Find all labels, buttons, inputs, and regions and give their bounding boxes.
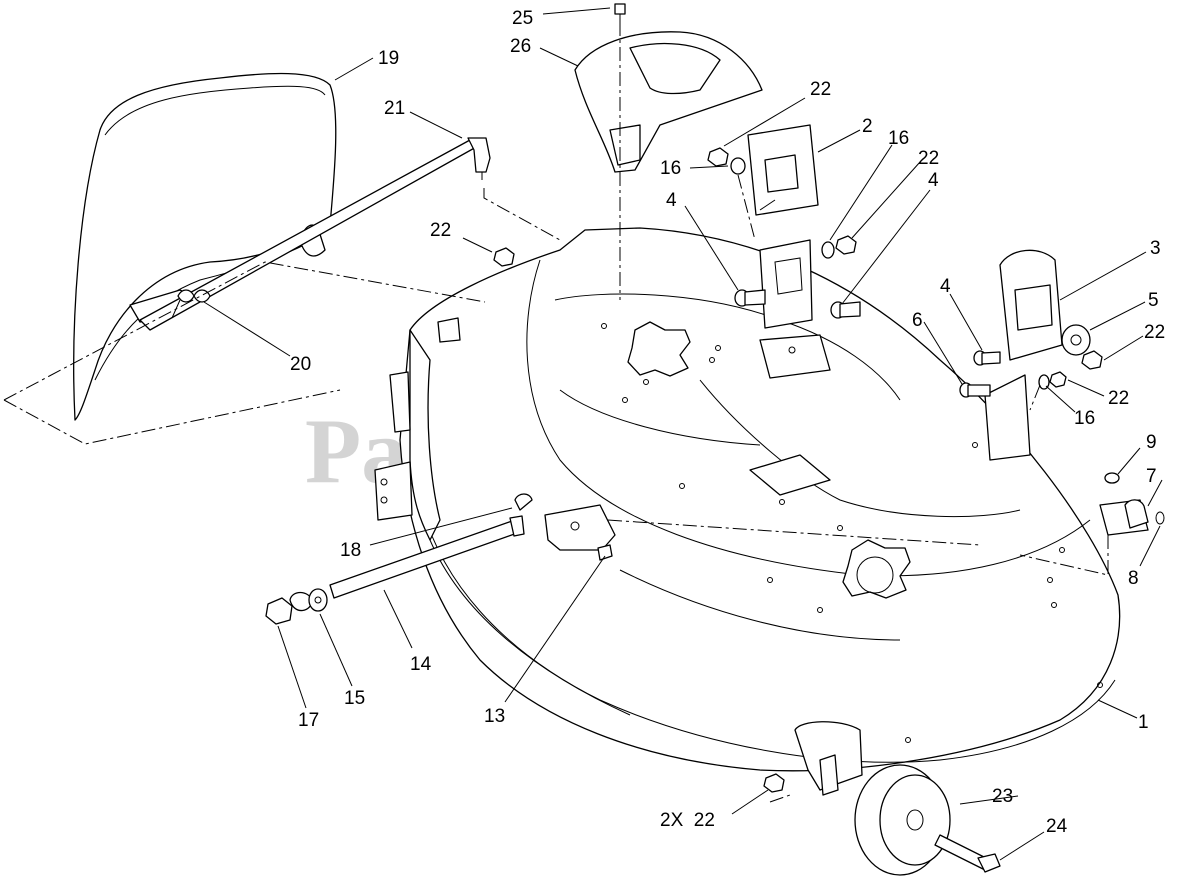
callout-2: 2 [862, 116, 873, 137]
deck-hinge-bracket [374, 317, 461, 521]
callout-16-lower: 16 [1074, 408, 1095, 429]
callout-20: 20 [290, 354, 311, 375]
callout-24: 24 [1046, 816, 1068, 837]
callout-3: 3 [1150, 238, 1161, 259]
callout-22-top: 22 [810, 79, 831, 100]
callout-26: 26 [510, 36, 531, 57]
lift-link-assembly [265, 493, 616, 625]
hinge-rod [139, 137, 491, 331]
callout-16-top: 16 [888, 128, 909, 149]
callout-14: 14 [410, 654, 432, 675]
bracket-lower-4 [759, 239, 813, 329]
callout-16-left: 16 [660, 158, 681, 179]
callout-1: 1 [1138, 712, 1149, 733]
callout-5: 5 [1148, 290, 1159, 311]
discharge-cover [574, 31, 763, 173]
callout-4-left: 4 [666, 190, 677, 211]
alignment-lines [3, 22, 1109, 803]
callout-2x-22: 2X 22 [660, 810, 715, 831]
callout-22-lower-right: 22 [1108, 388, 1129, 409]
bracket-plate-3 [999, 249, 1063, 361]
callout-8: 8 [1128, 568, 1139, 589]
callout-4-right: 4 [928, 170, 939, 191]
hardware-nuts-washers [493, 3, 1103, 793]
bracket-lower-6 [984, 374, 1031, 461]
callout-6: 6 [912, 310, 923, 331]
callout-13: 13 [484, 706, 505, 727]
callout-22-left: 22 [430, 220, 451, 241]
callout-labels: 25 26 19 21 22 2 16 16 22 4 4 22 3 4 5 6… [290, 8, 1165, 837]
callout-7: 7 [1146, 466, 1157, 487]
callout-19: 19 [378, 48, 399, 69]
callout-15: 15 [344, 688, 365, 709]
height-spring-bracket [1099, 472, 1165, 536]
callout-22-upper-right: 22 [918, 148, 939, 169]
callout-17: 17 [298, 710, 319, 731]
carriage-bolts [734, 289, 1001, 398]
wheel-bracket [794, 721, 863, 796]
callout-21: 21 [384, 98, 405, 119]
callout-4-lower: 4 [940, 276, 951, 297]
leader-lines [203, 7, 1163, 861]
callout-23: 23 [992, 786, 1013, 807]
callout-22-right: 22 [1144, 322, 1165, 343]
mower-deck-housing [399, 227, 1121, 772]
bracket-plate-2 [747, 124, 819, 216]
callout-18: 18 [340, 540, 361, 561]
gauge-wheel [854, 764, 1001, 876]
callout-25: 25 [512, 8, 533, 29]
spacer-washer [1061, 324, 1091, 356]
callout-9: 9 [1146, 432, 1157, 453]
